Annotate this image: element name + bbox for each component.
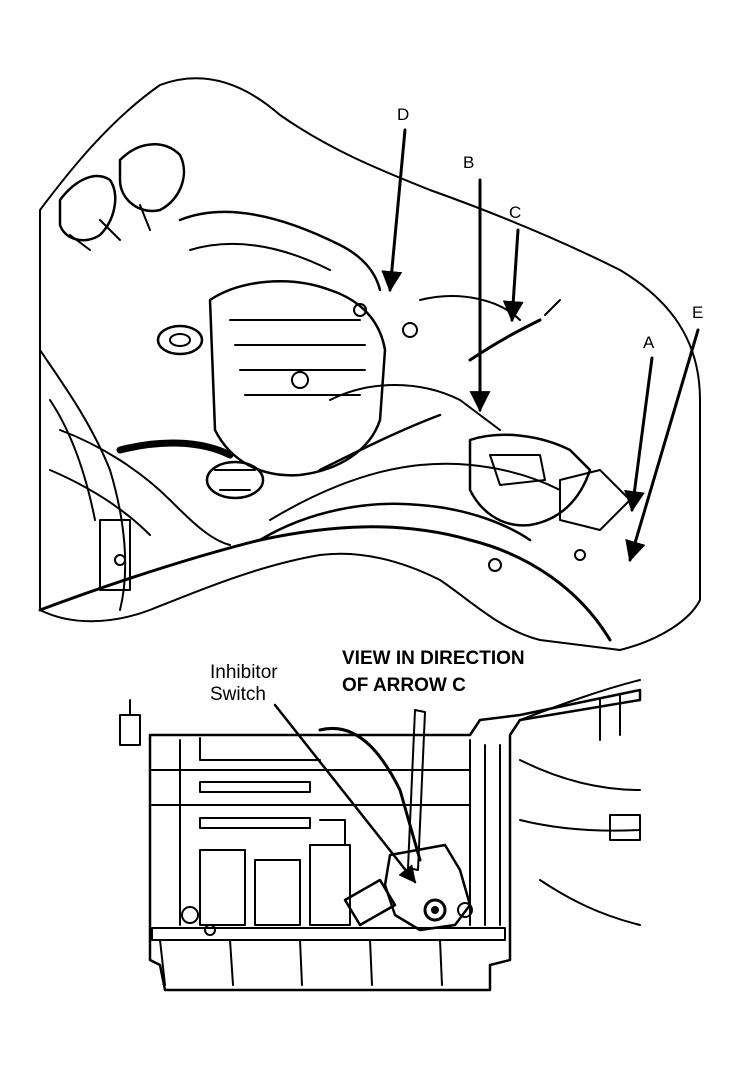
arrow-e xyxy=(625,328,700,563)
caption-line-1: VIEW IN DIRECTION xyxy=(342,648,525,669)
arrow-a xyxy=(624,356,654,513)
inhibitor-switch-label: Inhibitor Switch xyxy=(210,662,278,705)
callout-a: A xyxy=(643,333,655,352)
callout-d: D xyxy=(397,105,409,124)
callout-labels: D B C A E xyxy=(397,105,703,352)
arrow-d xyxy=(381,128,407,293)
arrow-c xyxy=(502,228,524,323)
callout-arrows xyxy=(381,128,700,563)
part-label-line-1: Inhibitor xyxy=(210,662,278,683)
view-caption: VIEW IN DIRECTION OF ARROW C xyxy=(342,648,525,696)
caption-line-2: OF ARROW C xyxy=(342,675,466,696)
callout-e: E xyxy=(692,303,703,322)
callout-b: B xyxy=(463,153,474,172)
part-label-line-2: Switch xyxy=(210,684,266,705)
engine-compartment-illustration xyxy=(38,77,701,651)
transmission-illustration xyxy=(119,679,642,992)
callout-c: C xyxy=(509,203,521,222)
